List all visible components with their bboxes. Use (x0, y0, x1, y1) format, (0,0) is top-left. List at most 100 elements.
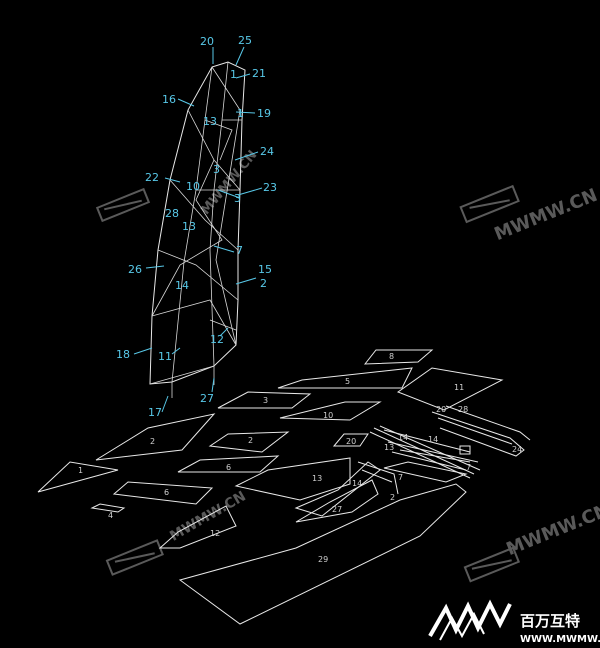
piece-label: 2 (150, 437, 155, 446)
watermark-seal (463, 546, 521, 583)
strip-edge (391, 451, 467, 471)
flat-pieces: 8 5 11 3 10 2 2 20 6 13 1 6 4 (37, 349, 504, 625)
piece-label: 14 (428, 435, 438, 444)
watermark-text: MWMW.CN (167, 488, 249, 544)
strip-edge (383, 429, 471, 453)
piece-label: 3 (263, 396, 268, 405)
flat-piece (295, 479, 379, 523)
piece-label: 5 (345, 377, 350, 386)
model-edge (149, 365, 215, 385)
callout-leader (145, 265, 165, 269)
piece-label: 11 (454, 383, 464, 392)
callout-leader (213, 245, 235, 253)
callout-leader (164, 177, 181, 183)
callout-label: 2 (260, 277, 267, 290)
piece-label: 27 (332, 505, 342, 514)
piece-label: 1 (78, 466, 83, 475)
piece-label: 14 (352, 479, 362, 488)
watermark-seal (459, 184, 520, 224)
strip-edge (357, 461, 399, 495)
callout-layer: 20 25 16 21 1 19 1 13 24 22 3 10 23 3 28… (116, 34, 277, 419)
piece-label: 13 (312, 474, 322, 483)
callout-leader (235, 111, 256, 114)
callout-label: 14 (175, 279, 189, 292)
piece-label: 4 (108, 511, 113, 520)
piece-label: 24 (512, 445, 522, 454)
flat-piece (95, 413, 216, 461)
strip-edge (373, 427, 475, 475)
callout-leader (211, 377, 215, 393)
model-edge (151, 109, 223, 317)
callout-label: 10 (186, 180, 200, 193)
piece-label: 14 (398, 433, 408, 442)
callout-label: 1 (230, 68, 237, 81)
strip-edge (431, 411, 525, 457)
callout-leader (219, 327, 229, 337)
callout-label: 21 (252, 67, 266, 80)
piece-label: 8 (389, 352, 394, 361)
callout-leader (133, 347, 153, 355)
callout-label: 24 (260, 145, 274, 158)
model-edge (209, 319, 237, 331)
callout-label: 22 (145, 171, 159, 184)
callout-label: 13 (203, 115, 217, 128)
flat-piece (217, 391, 312, 409)
watermark-text: MWMW.CN (491, 185, 600, 245)
piece-label: 20 (436, 405, 446, 414)
flat-piece (158, 505, 237, 549)
piece-label: 29 (318, 555, 328, 564)
callout-label: 19 (257, 107, 271, 120)
flat-piece (332, 433, 369, 447)
strip-edge (399, 449, 471, 463)
strip-edge (361, 469, 393, 483)
callout-leader (237, 187, 263, 196)
callout-label: 27 (200, 392, 214, 405)
callout-label: 13 (182, 220, 196, 233)
piece-label: 6 (226, 463, 231, 472)
model-edge (157, 249, 239, 301)
strip-edge (445, 405, 531, 441)
piece-label: 20 (346, 437, 356, 446)
callout-leader (234, 151, 259, 161)
piece-label: 2 (390, 493, 395, 502)
callout-label: 3 (234, 192, 241, 205)
model-edge (211, 66, 241, 346)
callout-leader (217, 189, 241, 199)
callout-label: 18 (116, 348, 130, 361)
piece-label: 2 (248, 436, 253, 445)
flat-piece (363, 349, 434, 365)
callout-label: 20 (200, 35, 214, 48)
callout-label: 3 (213, 163, 220, 176)
piece-label: 7 (466, 463, 471, 472)
watermark-text: MWMW.CN (503, 500, 600, 560)
callout-leader (171, 347, 181, 355)
brand-logo: 百万互特 WWW.MWMW.CN (428, 599, 600, 645)
callout-label: 1 (237, 107, 244, 120)
flat-piece (279, 401, 382, 421)
callout-label: 25 (238, 34, 252, 47)
flat-piece (178, 483, 467, 625)
model-edge (204, 119, 233, 161)
tab-strips: 20 28 24 14 14 13 7 2 (357, 405, 531, 502)
logo-brand-text: 百万互特 (520, 612, 580, 630)
callout-label: 12 (210, 333, 224, 346)
model-outline (149, 61, 246, 385)
flat-piece (90, 503, 126, 513)
callout-label: 17 (148, 406, 162, 419)
watermark-seal (105, 539, 164, 576)
strip-edge (369, 431, 471, 479)
flat-piece (112, 481, 214, 505)
callout-leader (235, 73, 251, 79)
flat-piece (177, 455, 280, 473)
piece-label: 10 (323, 411, 333, 420)
callout-leader (235, 46, 245, 66)
callout-leader (235, 277, 257, 285)
piece-label: 7 (398, 473, 403, 482)
callout-label: 28 (165, 207, 179, 220)
strip-edge (387, 441, 479, 463)
callout-label: 23 (263, 181, 277, 194)
piece-label: 6 (164, 488, 169, 497)
strip-tab (459, 445, 471, 455)
flat-piece (277, 367, 413, 389)
